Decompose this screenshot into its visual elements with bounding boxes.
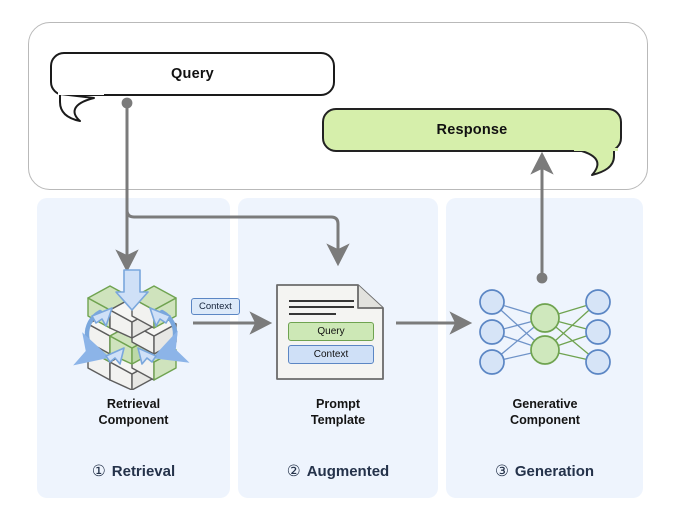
step-text-2: Augmented bbox=[306, 463, 390, 480]
step-number-2: ② bbox=[286, 463, 301, 480]
prompt-template-caption: Prompt Template bbox=[241, 396, 435, 428]
retrieval-component-caption: Retrieval Component bbox=[37, 396, 230, 428]
step-text-3: Generation bbox=[514, 463, 595, 480]
neural-network-icon bbox=[479, 289, 611, 375]
response-bubble: Response bbox=[322, 108, 622, 152]
prompt-caption-line2: Template bbox=[310, 413, 366, 427]
step-label-augmented: ② Augmented bbox=[238, 462, 438, 481]
input-output-container bbox=[28, 22, 648, 190]
document-query-label: Query bbox=[317, 326, 345, 337]
query-bubble: Query bbox=[50, 52, 335, 96]
query-bubble-label: Query bbox=[171, 66, 214, 82]
generative-caption-line2: Component bbox=[510, 413, 580, 427]
cube-stack-icon bbox=[73, 269, 190, 390]
document-context-field: Context bbox=[288, 345, 374, 364]
step-text-1: Retrieval bbox=[111, 463, 176, 480]
response-bubble-label: Response bbox=[436, 122, 508, 138]
generative-caption-line1: Generative bbox=[512, 397, 578, 411]
document-context-label: Context bbox=[313, 349, 349, 360]
step-number-1: ① bbox=[91, 463, 106, 480]
generative-component-caption: Generative Component bbox=[448, 396, 642, 428]
cube-ingest-arrow bbox=[115, 269, 149, 311]
retrieval-caption-line1: Retrieval bbox=[106, 397, 161, 411]
document-query-field: Query bbox=[288, 322, 374, 341]
retrieval-caption-line2: Component bbox=[98, 413, 169, 427]
step-label-retrieval: ① Retrieval bbox=[37, 462, 230, 481]
step-label-generation: ③ Generation bbox=[446, 462, 643, 481]
context-edge-label: Context bbox=[191, 298, 240, 315]
prompt-caption-line1: Prompt bbox=[315, 397, 361, 411]
step-number-3: ③ bbox=[494, 463, 509, 480]
